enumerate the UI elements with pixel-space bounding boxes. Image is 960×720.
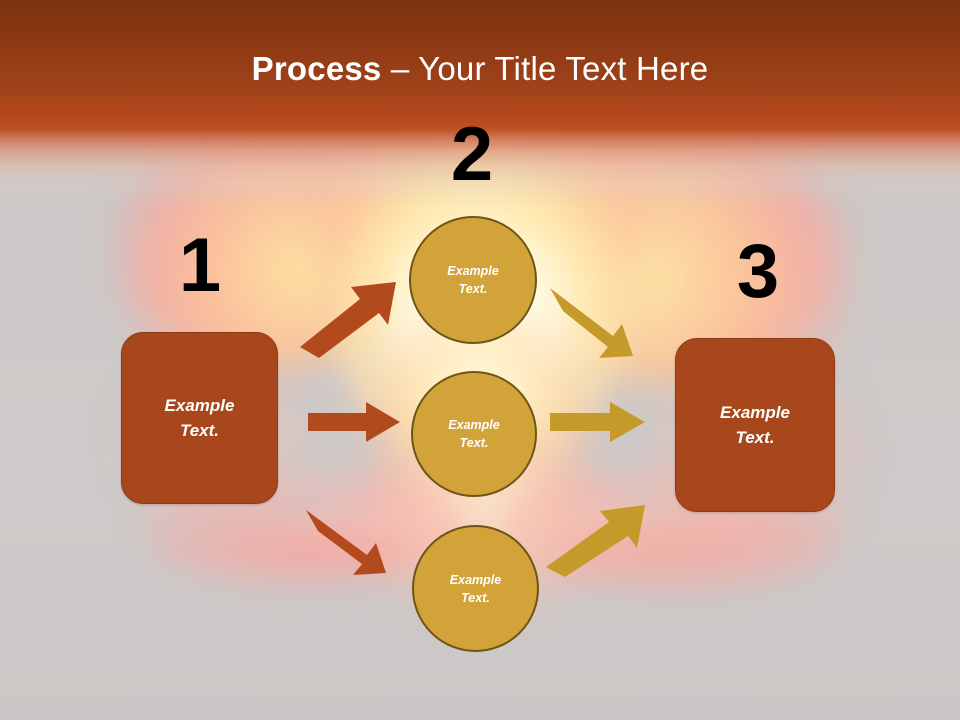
process-circle-middle-line2: Text. [459,436,489,450]
process-box-left-line1: Example [164,396,235,415]
process-circle-bottom-line2: Text. [461,590,490,605]
process-box-left-line2: Text. [179,421,220,440]
process-circle-middle-text: Example Text. [448,416,499,452]
process-circle-bottom-text: Example Text. [450,571,501,607]
process-box-right-text: Example Text. [720,400,790,450]
arrow-middle-circle-to-right-box [550,402,645,442]
process-circle-bottom[interactable]: Example Text. [412,525,539,652]
process-box-right-line2: Text. [735,428,775,447]
process-box-left-text: Example Text. [165,393,235,443]
arrow-bottom-circle-to-right-box [546,505,645,577]
process-circle-bottom-line1: Example [449,572,502,587]
process-circle-top-text: Example Text. [447,262,498,298]
process-circle-middle[interactable]: Example Text. [411,371,537,497]
arrow-left-box-to-top-circle [300,282,396,358]
process-circle-top[interactable]: Example Text. [409,216,537,344]
page-title-rest: – Your Title Text Here [381,50,709,87]
process-circle-middle-line1: Example [448,418,500,432]
process-box-left[interactable]: Example Text. [121,332,278,504]
page-title: Process – Your Title Text Here [0,49,960,89]
process-box-right[interactable]: Example Text. [675,338,835,512]
step-number-3: 3 [736,229,780,314]
arrow-left-box-to-middle-circle [308,402,400,442]
page-title-bold: Process [251,50,382,87]
process-circle-top-line2: Text. [458,282,488,296]
arrow-left-box-to-bottom-circle [306,510,386,575]
arrow-top-circle-to-right-box [550,288,633,358]
step-number-2: 2 [450,112,494,197]
process-box-right-line1: Example [720,403,790,422]
step-number-1: 1 [178,223,222,308]
process-circle-top-line1: Example [447,264,499,278]
